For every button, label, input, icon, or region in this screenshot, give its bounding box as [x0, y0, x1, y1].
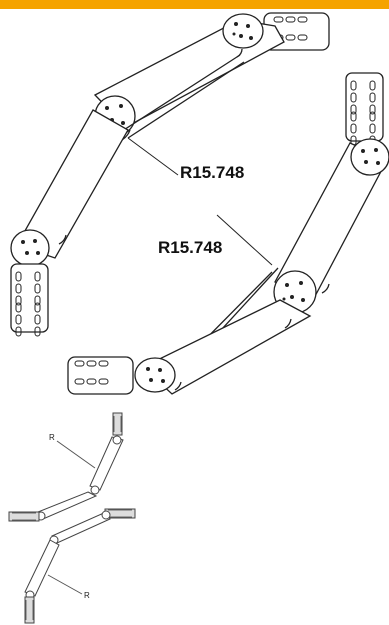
mini-bottom-bend	[51, 511, 111, 544]
lower-radius-line	[216, 214, 273, 266]
lower-upper-pivot	[350, 138, 389, 176]
mini-view	[8, 412, 136, 624]
mini-top-radius-label: R	[49, 433, 55, 442]
upper-bend-assembly	[10, 12, 330, 337]
mini-top-bend	[89, 436, 124, 491]
upper-lower-pivot	[10, 229, 50, 267]
upper-lower-pivot-holes	[21, 239, 40, 255]
mini-bottom-bend-lower	[24, 539, 60, 597]
lower-middle-hinge-holes	[282, 281, 305, 302]
upper-lower-arm	[16, 109, 129, 259]
lower-top-plate	[345, 72, 384, 146]
mini-bottom-straight	[24, 596, 35, 624]
lower-bottom-plate	[67, 356, 134, 395]
upper-bottom-plate	[10, 263, 49, 337]
lower-upper-pivot-holes	[361, 148, 380, 165]
mini-left-straight	[8, 511, 40, 522]
upper-top-pivot	[222, 13, 264, 49]
lower-radius-label: R15.748	[158, 238, 222, 257]
lower-lower-pivot	[134, 357, 176, 393]
lower-lower-pivot-holes	[146, 367, 165, 383]
upper-top-pivot-holes	[232, 22, 253, 40]
lower-lower-arm	[141, 299, 312, 395]
mini-top-straight	[112, 412, 123, 436]
lower-bend-assembly	[67, 72, 389, 395]
accent-bar	[0, 0, 389, 9]
mini-bottom-radius-label: R	[84, 591, 90, 600]
upper-radius-line	[127, 137, 179, 176]
upper-radius-label: R15.748	[180, 163, 244, 182]
mini-top-bend-lower	[37, 491, 98, 520]
